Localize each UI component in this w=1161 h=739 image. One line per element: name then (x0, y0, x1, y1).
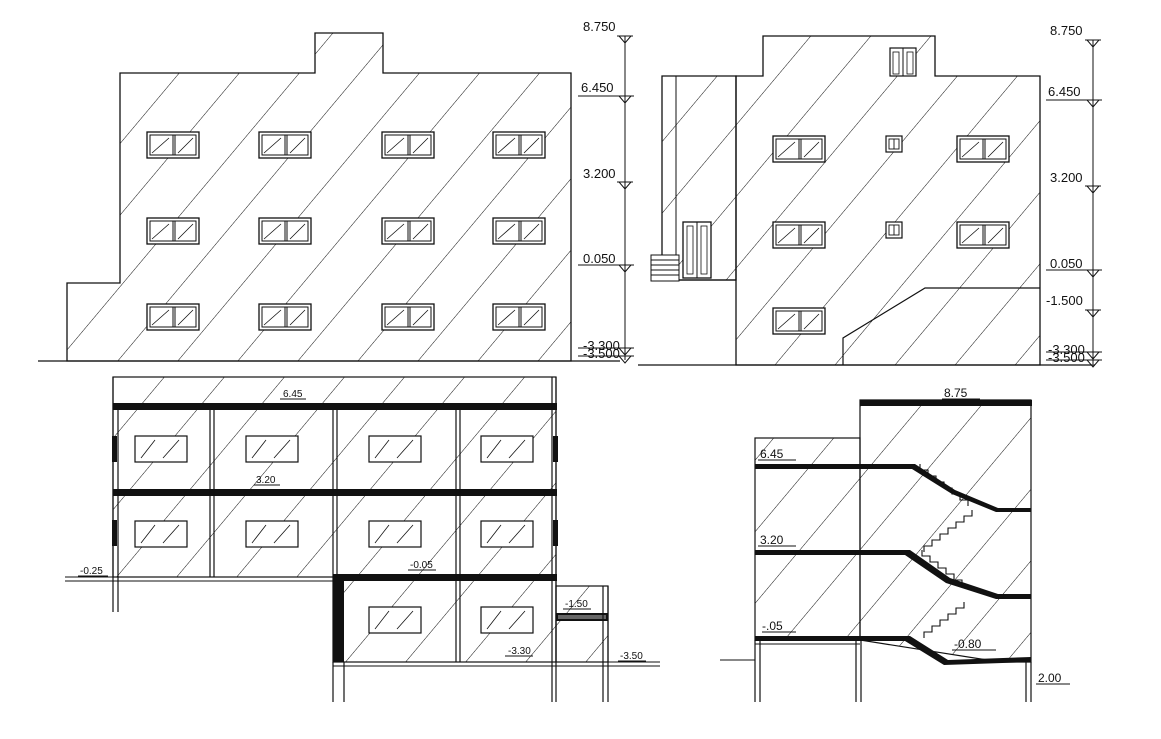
slabs (113, 403, 608, 662)
level-label: -3.500 (583, 346, 620, 361)
longitudinal-section: 6.45 3.20 -0.25 -0.05 -1.50 -3.30 -3.50 (65, 376, 660, 702)
entry-door (682, 221, 712, 279)
level-label: 6.45 (283, 389, 303, 400)
section-main-block (859, 399, 1032, 663)
level-dimensions: 8.750 6.450 3.200 0.050 -1.500 -3.300 -3… (1046, 23, 1102, 368)
level-label: 6.450 (1048, 84, 1081, 99)
level-label: -3.30 (508, 646, 531, 657)
slabs (755, 400, 1032, 665)
stair-steps (919, 464, 973, 638)
level-label: 8.750 (1050, 23, 1083, 38)
elevation-body (735, 35, 1041, 366)
level-label: 3.20 (760, 533, 784, 547)
columns (112, 377, 609, 702)
ground-lines (65, 576, 660, 667)
level-label: -.05 (762, 619, 783, 633)
section-left-block (754, 437, 861, 641)
level-label: -1.50 (565, 599, 588, 610)
cross-section: 8.75 6.45 3.20 -.05 -0.80 2.00 (720, 386, 1070, 702)
level-labels: 6.45 3.20 -0.25 -0.05 -1.50 -3.30 -3.50 (78, 389, 646, 662)
level-label: 3.20 (256, 475, 276, 486)
side-elevation: 8.750 6.450 3.200 0.050 -1.500 -3.300 -3… (638, 23, 1102, 368)
level-dimensions: 8.750 6.450 3.200 0.050 -3.300 -3.500 (578, 19, 634, 364)
columns (754, 640, 1032, 702)
level-label: -1.500 (1046, 293, 1083, 308)
level-label: 3.200 (1050, 170, 1083, 185)
level-label: 6.45 (760, 447, 784, 461)
ground-lines (720, 639, 860, 661)
level-label: 6.450 (581, 80, 614, 95)
level-label: -0.05 (410, 560, 433, 571)
section-annex (555, 585, 609, 663)
level-label: -3.500 (1048, 350, 1085, 365)
level-label: -0.25 (80, 566, 103, 577)
level-label: 8.750 (583, 19, 616, 34)
level-label: -0.80 (954, 637, 982, 651)
level-labels: 8.75 6.45 3.20 -.05 -0.80 2.00 (758, 386, 1070, 685)
ramp-outline (842, 287, 1040, 365)
level-label: 2.00 (1038, 671, 1062, 685)
level-label: -3.300 (583, 338, 620, 353)
level-label: 0.050 (583, 251, 616, 266)
roof-door (889, 47, 917, 77)
level-label: 8.75 (944, 386, 968, 400)
level-label: -3.50 (620, 651, 643, 662)
level-label: -3.300 (1048, 342, 1085, 357)
front-elevation: 8.750 6.450 3.200 0.050 -3.300 -3.500 (38, 19, 634, 364)
level-label: 0.050 (1050, 256, 1083, 271)
level-label: 3.200 (583, 166, 616, 181)
elevation-body (66, 32, 572, 362)
entry-stairs (650, 254, 680, 282)
